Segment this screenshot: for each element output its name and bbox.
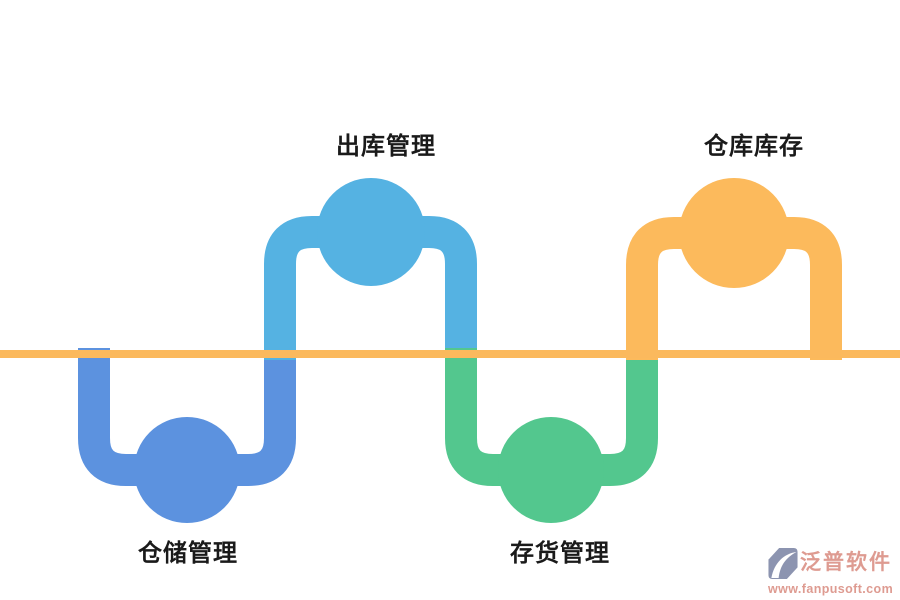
label-storage-management: 仓储管理 (138, 540, 238, 567)
node-inventory-circle (498, 417, 604, 523)
brand-watermark: 泛普软件 www.fanpusoft.com (768, 548, 898, 596)
brand-name: 泛普软件 (800, 551, 892, 574)
fanpu-logo-icon (768, 548, 798, 584)
baseline-divider (0, 350, 900, 358)
brand-url: www.fanpusoft.com (768, 582, 894, 596)
label-outbound-management: 出库管理 (336, 133, 436, 160)
node-outbound-circle (317, 178, 425, 286)
label-warehouse-stock: 仓库库存 (704, 133, 804, 160)
label-inventory-management: 存货管理 (510, 540, 610, 567)
node-storage-circle (134, 417, 240, 523)
node-warehouse-stock-circle (679, 178, 789, 288)
